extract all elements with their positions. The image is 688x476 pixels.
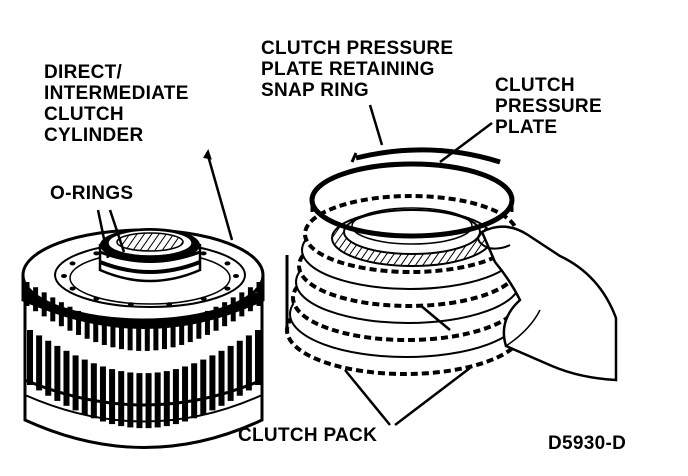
- leader-orings-b: [108, 209, 126, 253]
- label-clutch-cylinder: DIRECT/ INTERMEDIATE CLUTCH CYLINDER: [44, 62, 189, 146]
- o-ring-grooves: [99, 250, 201, 274]
- figure-code: D5930-D: [548, 433, 627, 454]
- leader-pressure-plate: [439, 122, 493, 163]
- clutch-cylinder-drawing: [21, 228, 265, 449]
- label-line: CLUTCH PRESSURE: [261, 38, 454, 59]
- label-line: CLUTCH: [44, 104, 124, 125]
- label-line: PLATE: [495, 117, 558, 138]
- leader-pack-b: [394, 367, 471, 426]
- label-pressure-plate: CLUTCH PRESSURE PLATE: [495, 75, 602, 138]
- leader-cylinder: [205, 151, 234, 241]
- label-line: SNAP RING: [261, 80, 369, 101]
- leader-pack-top: [419, 304, 451, 331]
- hand-illustration: [477, 225, 618, 382]
- label-line: DIRECT/: [44, 62, 123, 83]
- label-line: CYLINDER: [44, 125, 144, 146]
- leader-orings-a: [96, 209, 110, 259]
- label-line: PRESSURE: [495, 96, 602, 117]
- clutch-pack-drawing: [285, 147, 618, 382]
- label-line: PLATE RETAINING: [261, 59, 435, 80]
- label-clutch-pack: CLUTCH PACK: [238, 425, 378, 446]
- leader-snapring: [368, 104, 384, 146]
- label-snap-ring: CLUTCH PRESSURE PLATE RETAINING SNAP RIN…: [261, 38, 453, 101]
- cylinder-spline-teeth: [27, 330, 261, 429]
- label-o-rings: O-RINGS: [50, 183, 134, 204]
- leader-pack-a: [344, 369, 391, 426]
- leader-lines: [96, 104, 493, 426]
- label-line: INTERMEDIATE: [44, 83, 189, 104]
- label-line: CLUTCH: [495, 75, 575, 96]
- snap-ring-shape: [355, 147, 501, 165]
- cylinder-upper-splines: [24, 282, 262, 351]
